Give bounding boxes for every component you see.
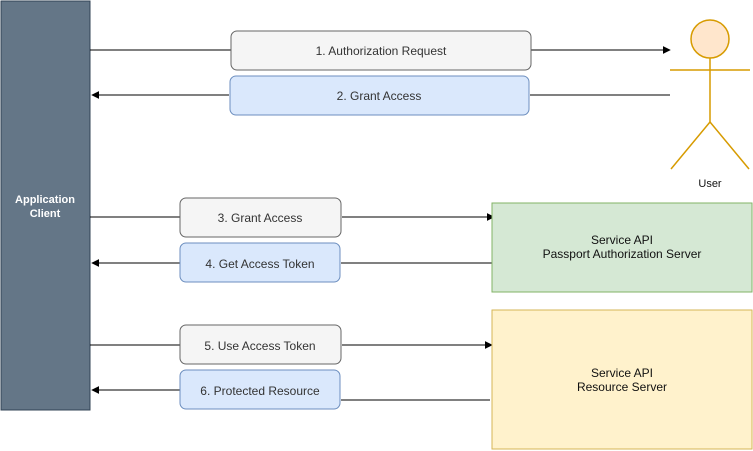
resource-server-line1: Service API [591, 366, 653, 380]
step-5-label: 5. Use Access Token [204, 339, 315, 353]
step-1-box: 1. Authorization Request [230, 30, 532, 71]
resource-server-line2: Resource Server [577, 380, 667, 394]
step-1-label: 1. Authorization Request [316, 44, 447, 58]
step-6-label: 6. Protected Resource [200, 384, 320, 398]
step-5-box: 5. Use Access Token [179, 324, 342, 365]
application-client: Application Client [0, 0, 91, 411]
user-label: User [698, 178, 722, 190]
step-6-box: 6. Protected Resource [179, 369, 341, 410]
connectors [90, 46, 671, 401]
step-4-box: 4. Get Access Token [179, 242, 341, 283]
user-actor-icon [670, 19, 750, 170]
auth-server-box: Service API Passport Authorization Serve… [491, 202, 753, 293]
client-label-line2: Client [30, 208, 61, 220]
client-label-line1: Application [15, 194, 75, 206]
step-2-box: 2. Grant Access [229, 75, 530, 116]
step-4-label: 4. Get Access Token [205, 257, 314, 271]
step-3-box: 3. Grant Access [179, 197, 342, 238]
auth-server-line1: Service API [591, 233, 653, 247]
step-2-label: 2. Grant Access [337, 89, 422, 103]
auth-server-line2: Passport Authorization Server [543, 247, 702, 261]
step-3-label: 3. Grant Access [218, 211, 303, 225]
resource-server-box: Service API Resource Server [491, 309, 753, 450]
